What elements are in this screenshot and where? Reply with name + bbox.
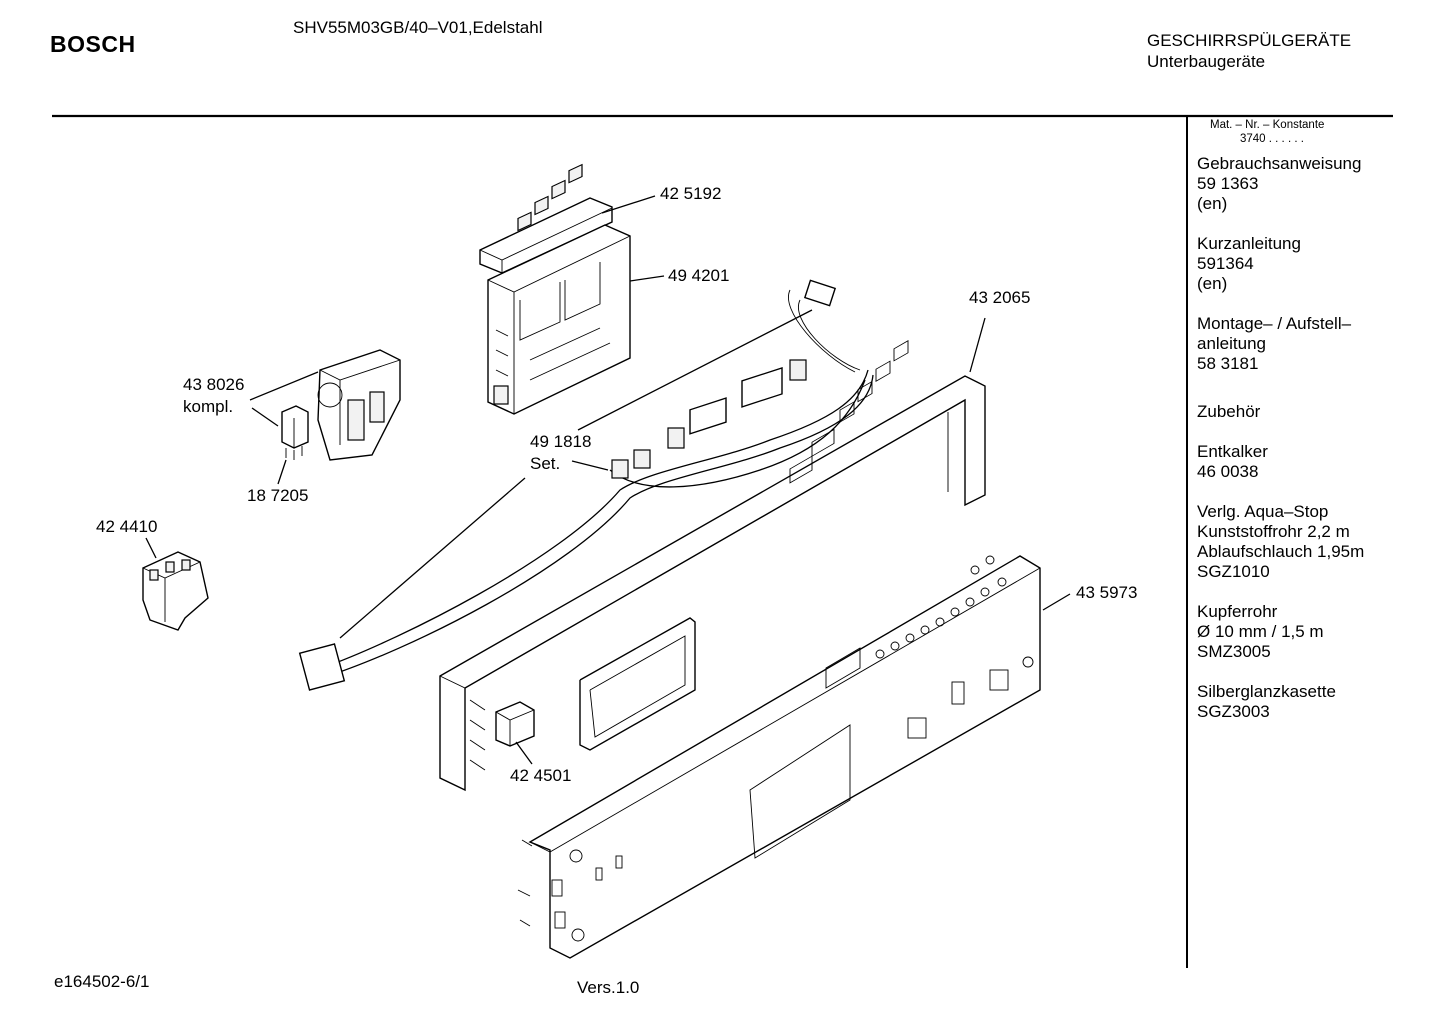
leader-432065: [969, 317, 986, 373]
sidebar-line: Montage– / Aufstell–: [1197, 314, 1352, 333]
subcategory-name: Unterbaugeräte: [1147, 52, 1266, 71]
callout-435973: 43 5973: [1076, 583, 1137, 602]
part-door-switch: [317, 349, 401, 461]
leader-set-connector: [339, 477, 526, 639]
sidebar-line: Ablaufschlauch 1,95m: [1197, 542, 1365, 561]
leader-424501: [515, 741, 533, 765]
leader-435973: [1042, 593, 1071, 611]
part-micro-switch: [281, 405, 309, 460]
sidebar-line: SGZ3003: [1197, 702, 1270, 721]
leader-187205: [277, 459, 287, 485]
leader-kompl: [251, 407, 279, 427]
leader-438026: [249, 371, 319, 401]
sidebar-line: 59 1363: [1197, 174, 1259, 193]
callout-424501: 42 4501: [510, 766, 571, 785]
callout-kompl: kompl.: [183, 397, 233, 416]
version-label: Vers.1.0: [577, 978, 640, 997]
part-upper-frame: [439, 340, 986, 792]
mat-label: Mat. – Nr. – Konstante: [1210, 119, 1325, 131]
drawing-code: e164502-6/1: [54, 972, 150, 991]
leader-425192: [601, 195, 656, 214]
callout-424410: 42 4410: [96, 517, 157, 536]
part-control-module: [487, 224, 631, 415]
sidebar-line: Entkalker: [1197, 442, 1268, 461]
sidebar-line: Ø 10 mm / 1,5 m: [1197, 622, 1324, 641]
category-name: GESCHIRRSPÜLGERÄTE: [1147, 31, 1352, 50]
mat-value: 3740 . . . . . .: [1240, 133, 1304, 145]
callout-438026: 43 8026: [183, 375, 244, 394]
sidebar-line: anleitung: [1197, 334, 1267, 353]
category-title: GESCHIRRSPÜLGERÄTE Unterbaugeräte: [1147, 30, 1351, 72]
callout-494201: 49 4201: [668, 266, 729, 285]
sidebar-line: Kunststoffrohr 2,2 m: [1197, 522, 1350, 541]
part-small-block: [495, 701, 535, 747]
sidebar-line: (en): [1197, 194, 1228, 213]
sidebar-line: Verlg. Aqua–Stop: [1197, 502, 1329, 521]
sidebar-line: Gebrauchsanweisung: [1197, 154, 1362, 173]
model-title: SHV55M03GB/40–V01,Edelstahl: [293, 18, 543, 37]
sidebar-line: 46 0038: [1197, 462, 1259, 481]
sidebar-line: Kupferrohr: [1197, 602, 1278, 621]
part-relay: [142, 551, 209, 631]
leader-491818: [577, 309, 813, 431]
sidebar-line: 591364: [1197, 254, 1254, 273]
callout-432065: 43 2065: [969, 288, 1030, 307]
leader-494201: [629, 275, 665, 282]
sidebar-line: Kurzanleitung: [1197, 234, 1301, 253]
sidebar-line: SGZ1010: [1197, 562, 1270, 581]
sidebar-line: 58 3181: [1197, 354, 1259, 373]
brand-logo: BOSCH: [50, 31, 136, 57]
sidebar-line: (en): [1197, 274, 1228, 293]
leader-set: [571, 460, 609, 471]
sidebar-line: SMZ3005: [1197, 642, 1271, 661]
part-wiring-harness: [298, 279, 874, 691]
part-control-panel: [517, 555, 1041, 959]
sidebar-line: Silberglanzkasette: [1197, 682, 1336, 701]
sidebar-line: Zubehör: [1197, 402, 1261, 421]
leader-424410: [145, 537, 157, 559]
accessory-sidebar: Mat. – Nr. – Konstante 3740 . . . . . . …: [1197, 118, 1433, 742]
callout-187205: 18 7205: [247, 486, 308, 505]
callout-491818: 49 1818: [530, 432, 591, 451]
callout-425192: 42 5192: [660, 184, 721, 203]
part-button-strip: [479, 163, 613, 274]
callout-set: Set.: [530, 454, 560, 473]
sidebar-block: Zubehör: [1197, 402, 1433, 422]
